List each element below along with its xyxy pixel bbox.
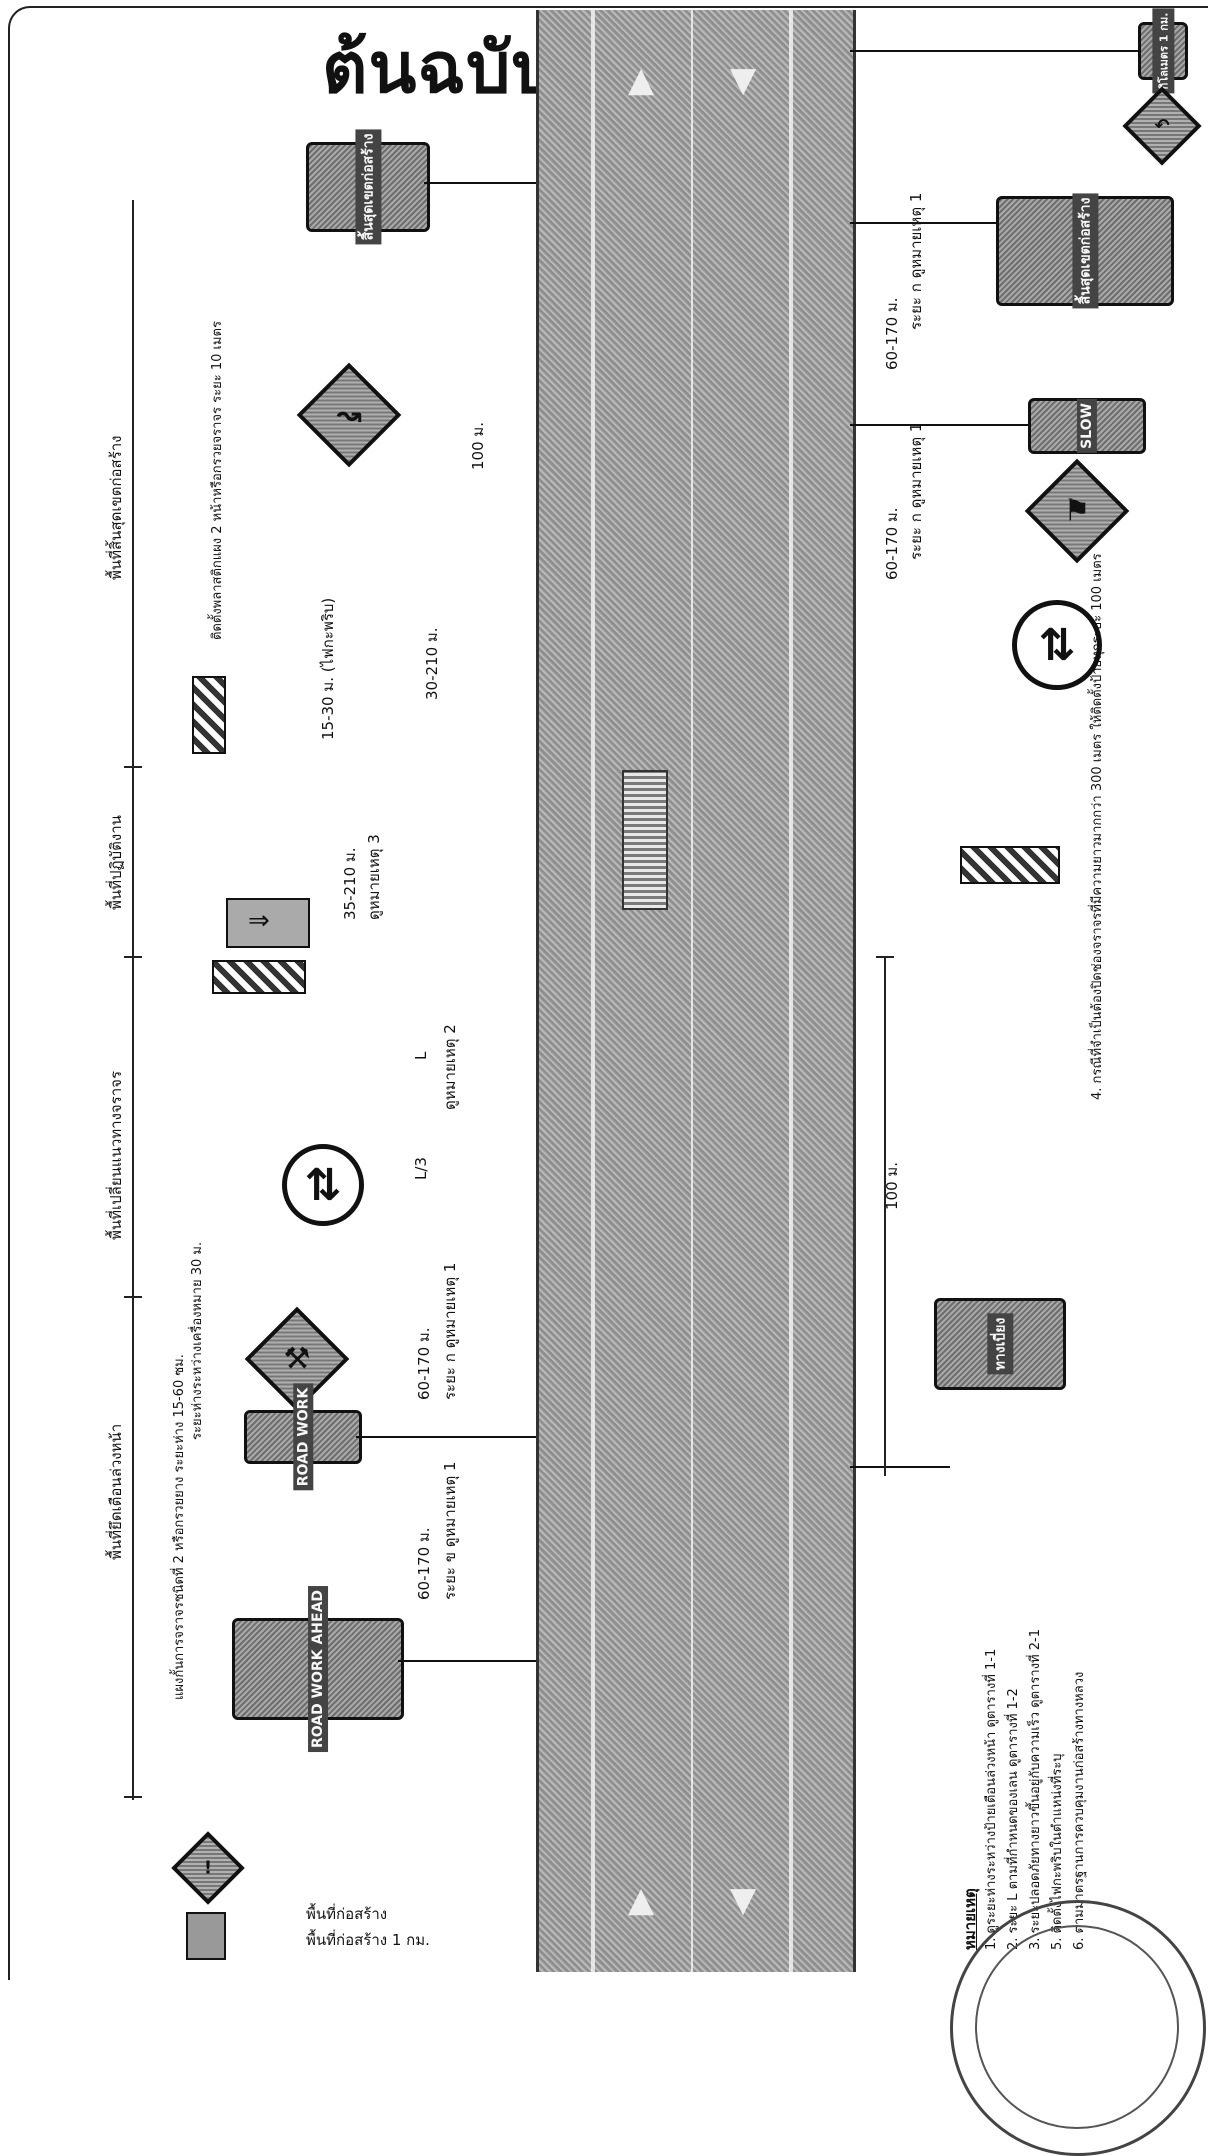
sign-post xyxy=(356,1436,536,1438)
distance-label: 60-170 ม. xyxy=(415,1527,433,1600)
distance-label: 100 ม. xyxy=(469,421,487,470)
arrow-down-icon: ▼ xyxy=(730,60,757,100)
distance-label: 4. กรณีที่จำเป็นต้องปิดช่องจราจรที่มีควา… xyxy=(1090,553,1105,1100)
barricade xyxy=(192,676,226,754)
slow-sign: SLOW xyxy=(1028,398,1146,454)
two-way-traffic-sign: ⇅ xyxy=(282,1144,364,1226)
page-border xyxy=(8,6,1208,1980)
note-line: 1. ดูระยะห่างระหว่างป้ายเตือนล่วงหน้า ดู… xyxy=(984,1648,999,1950)
distance-label: ดูหมายเหตุ 3 xyxy=(365,834,383,920)
flagger-icon: ⚑ xyxy=(1063,493,1091,529)
distance-label: 60-170 ม. xyxy=(415,1327,433,1400)
distance-label: ระยะ ก ดูหมายเหตุ 1 xyxy=(441,1262,459,1400)
curve-icon: ↝ xyxy=(336,397,362,433)
sign-post xyxy=(398,1660,536,1662)
barricade xyxy=(212,960,306,994)
zone-label: พื้นที่สิ้นสุดเขตก่อสร้าง xyxy=(107,435,125,580)
lane-divider-left xyxy=(591,10,595,1972)
sign-post xyxy=(850,424,1028,426)
distance-label: ระยะ ข ดูหมายเหตุ 1 xyxy=(441,1461,459,1600)
zone-label: พื้นที่ปฏิบัติงาน xyxy=(107,815,125,910)
distance-label: 15-30 ม. (ไฟกะพริบ) xyxy=(319,597,337,740)
distance-label: ระยะ ก ดูหมายเหตุ 1 xyxy=(907,422,925,560)
road-work-sign: ROAD WORK xyxy=(244,1383,362,1491)
zone-label: พื้นที่เปลี่ยนแนวทางจราจร xyxy=(107,1070,125,1240)
end-work-sign: สิ้นสุดเขตก่อสร้าง xyxy=(306,129,430,245)
arrow-board-sign: ⇒ xyxy=(226,898,310,948)
worker-icon: ⚒ xyxy=(283,1341,311,1377)
roadway xyxy=(536,10,856,1972)
distance-plate xyxy=(186,1912,226,1960)
distance-label: 60-170 ม. xyxy=(883,297,901,370)
zone-tick xyxy=(124,1796,142,1798)
dimension-tick xyxy=(876,956,894,958)
sign-post xyxy=(850,1466,950,1468)
annotation-text: ติดตั้งพลาสติกแผง 2 หน้าหรือกรวยจราจร ระ… xyxy=(210,321,225,640)
detour-icon: ↶ xyxy=(1154,115,1170,137)
traffic-control-plan: ต้นฉบับ ▲ ▼ ▲ ▼ พื้นที่สิ้นสุดเขตก่อสร้า… xyxy=(8,6,1208,2156)
distance-label: L/3 xyxy=(412,1157,430,1180)
lane-divider-right xyxy=(789,10,793,1972)
zone-tick xyxy=(124,956,142,958)
work-area-hatch xyxy=(622,770,668,910)
distance-label: 30-210 ม. xyxy=(423,627,441,700)
lane-centerline xyxy=(691,10,693,1972)
zone-tick xyxy=(124,1296,142,1298)
zone-label: พื้นที่ยึดเตือนล่วงหน้า xyxy=(107,1423,125,1560)
detour-sign: ทางเบี่ยง xyxy=(934,1298,1066,1390)
distance-label: 35-210 ม. xyxy=(341,847,359,920)
barricade xyxy=(960,846,1060,884)
dimension-line xyxy=(884,956,886,1476)
notes-heading: หมายเหตุ xyxy=(961,1888,979,1950)
arrow-down-icon: ▼ xyxy=(730,1880,757,1920)
zone-tick xyxy=(124,766,142,768)
arrow-up-icon: ▲ xyxy=(628,60,655,100)
km-plate: กิโลเมตร 1 กม. xyxy=(1138,8,1188,94)
sign-post xyxy=(850,222,996,224)
distance-label: L xyxy=(412,1051,430,1060)
distance-label: ดูหมายเหตุ 2 xyxy=(441,1024,459,1110)
two-way-arrows-icon: ⇅ xyxy=(1038,619,1076,671)
two-way-traffic-sign: ⇅ xyxy=(1012,600,1102,690)
annotation-text: ระยะห่างระหว่างเครื่องหมาย 30 ม. xyxy=(190,1241,205,1440)
official-seal-inner xyxy=(975,1925,1179,2129)
sign-post xyxy=(850,50,1138,52)
distance-label: 60-170 ม. xyxy=(883,507,901,580)
zone-dimension-line xyxy=(132,200,134,1800)
road-work-ahead-sign: ROAD WORK AHEAD xyxy=(232,1585,404,1753)
sign-post xyxy=(424,182,536,184)
distance-label: ระยะ ก ดูหมายเหตุ 1 xyxy=(907,192,925,330)
document-title: ต้นฉบับ xyxy=(322,26,557,109)
km-label: พื้นที่ก่อสร้าง 1 กม. xyxy=(306,1931,430,1949)
end-zone-sign: สิ้นสุดเขตก่อสร้าง xyxy=(996,193,1174,309)
arrow-right-icon: ⇒ xyxy=(248,906,270,936)
two-way-arrows-icon: ⇅ xyxy=(304,1159,342,1211)
start-label: พื้นที่ก่อสร้าง xyxy=(306,1905,388,1923)
note-line: 3. ระยะปลอดภัยทางยาวขึ้นอยู่กับความเร็ว … xyxy=(1028,1629,1043,1950)
warning-icon: ! xyxy=(203,1857,213,1879)
note-line: 2. ระยะ L ตามที่กำหนดของเลน ดูตารางที่ 1… xyxy=(1006,1688,1021,1950)
arrow-up-icon: ▲ xyxy=(628,1880,655,1920)
